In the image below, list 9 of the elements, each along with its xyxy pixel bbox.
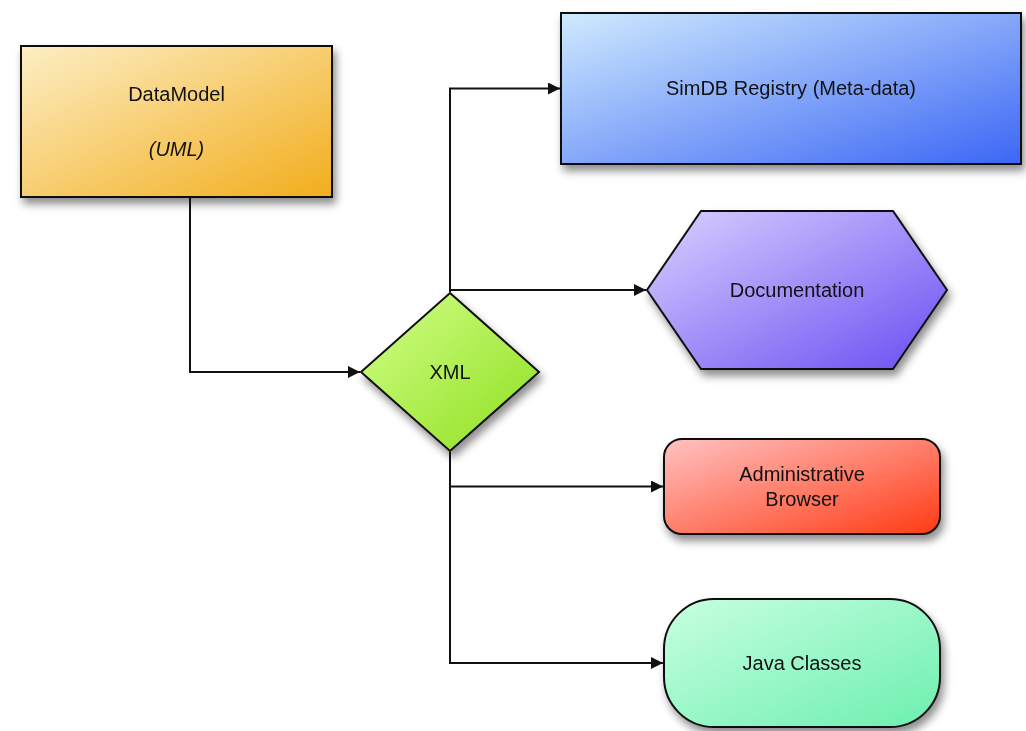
node-label: XML: [429, 359, 471, 385]
node-label: Documentation: [729, 277, 865, 303]
node-label: Java Classes: [742, 650, 862, 676]
node-label: DataModel: [128, 81, 225, 107]
node-subtitle: (UML): [148, 136, 205, 162]
node-label: Administrative Browser: [738, 461, 866, 512]
node-label: SimDB Registry (Meta-data): [665, 76, 917, 101]
arrow: [449, 284, 647, 296]
arrow: [189, 197, 361, 378]
